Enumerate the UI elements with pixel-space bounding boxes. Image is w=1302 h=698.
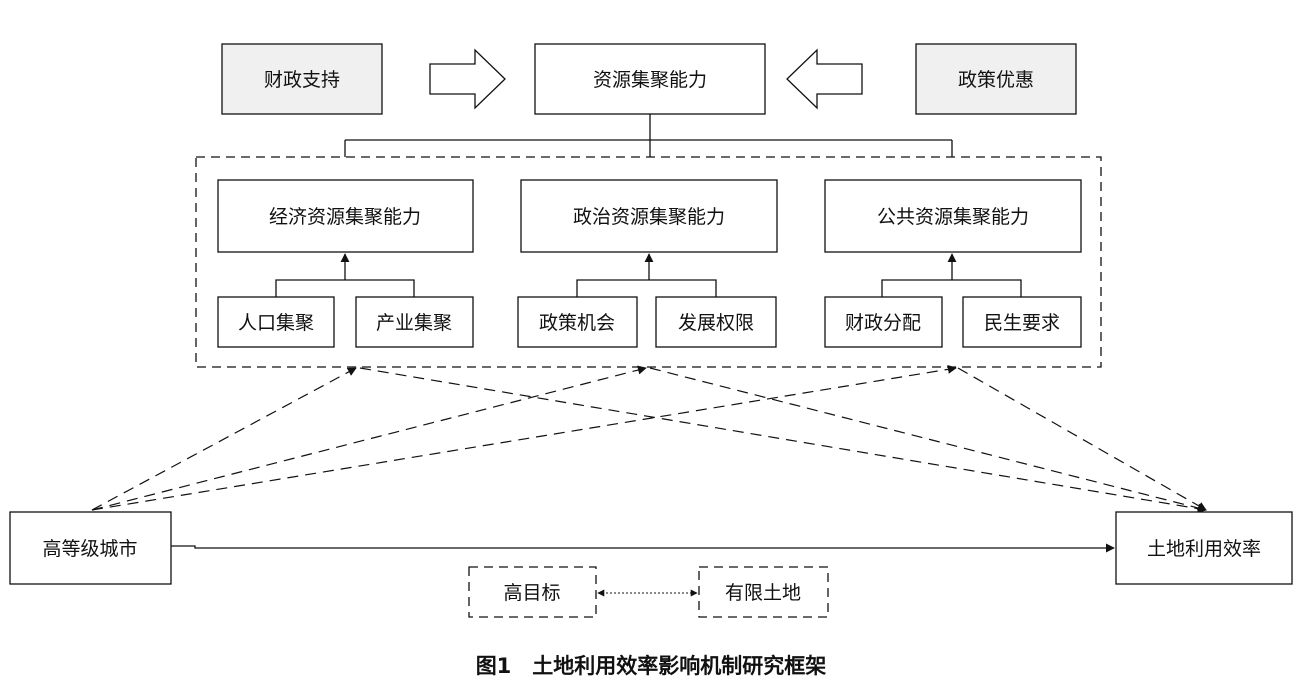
high-target-node: 高目标: [468, 566, 597, 618]
figure-caption: 图1 土地利用效率影响机制研究框架: [476, 654, 827, 678]
public-factors-connector: [881, 253, 1022, 297]
land-use-efficiency-label: 土地利用效率: [1147, 538, 1261, 560]
public-capability-node: 公共资源集聚能力: [824, 179, 1082, 253]
policy-opportunity-label: 政策机会: [539, 312, 615, 334]
high-tier-city-node: 高等级城市: [9, 511, 172, 585]
political-capability-label: 政治资源集聚能力: [573, 206, 725, 228]
fiscal-allocation-node: 财政分配: [824, 296, 943, 348]
fiscal-support-node: 财政支持: [221, 43, 383, 115]
land-use-efficiency-node: 土地利用效率: [1115, 511, 1293, 585]
limited-land-label: 有限土地: [725, 582, 801, 604]
livelihood-demand-label: 民生要求: [984, 312, 1060, 334]
fiscal-allocation-label: 财政分配: [845, 312, 921, 334]
population-agglomeration-label: 人口集聚: [238, 312, 314, 334]
livelihood-demand-node: 民生要求: [962, 296, 1082, 348]
economic-capability-label: 经济资源集聚能力: [269, 206, 421, 228]
development-authority-label: 发展权限: [678, 312, 754, 334]
hollow-arrow-left-icon: [786, 48, 863, 110]
policy-preference-label: 政策优惠: [958, 69, 1034, 91]
public-capability-label: 公共资源集聚能力: [877, 206, 1029, 228]
direct-effect-arrow: [171, 543, 1115, 553]
economic-factors-connector: [275, 253, 415, 297]
resource-agglomeration-label: 资源集聚能力: [593, 69, 707, 91]
industry-agglomeration-label: 产业集聚: [376, 312, 452, 334]
policy-opportunity-node: 政策机会: [517, 296, 638, 348]
industry-agglomeration-node: 产业集聚: [355, 296, 474, 348]
population-agglomeration-node: 人口集聚: [217, 296, 335, 348]
dashed-influence-lines: [91, 364, 1207, 514]
resource-agglomeration-node: 资源集聚能力: [534, 43, 766, 115]
political-factors-connector: [576, 253, 717, 297]
fiscal-support-label: 财政支持: [264, 69, 340, 91]
development-authority-node: 发展权限: [655, 296, 777, 348]
hollow-arrow-right-icon: [429, 48, 506, 110]
high-tier-city-label: 高等级城市: [42, 538, 137, 560]
limited-land-node: 有限土地: [698, 566, 829, 618]
economic-capability-node: 经济资源集聚能力: [217, 179, 474, 253]
political-capability-node: 政治资源集聚能力: [520, 179, 778, 253]
high-target-label: 高目标: [503, 582, 560, 604]
policy-preference-node: 政策优惠: [915, 43, 1077, 115]
